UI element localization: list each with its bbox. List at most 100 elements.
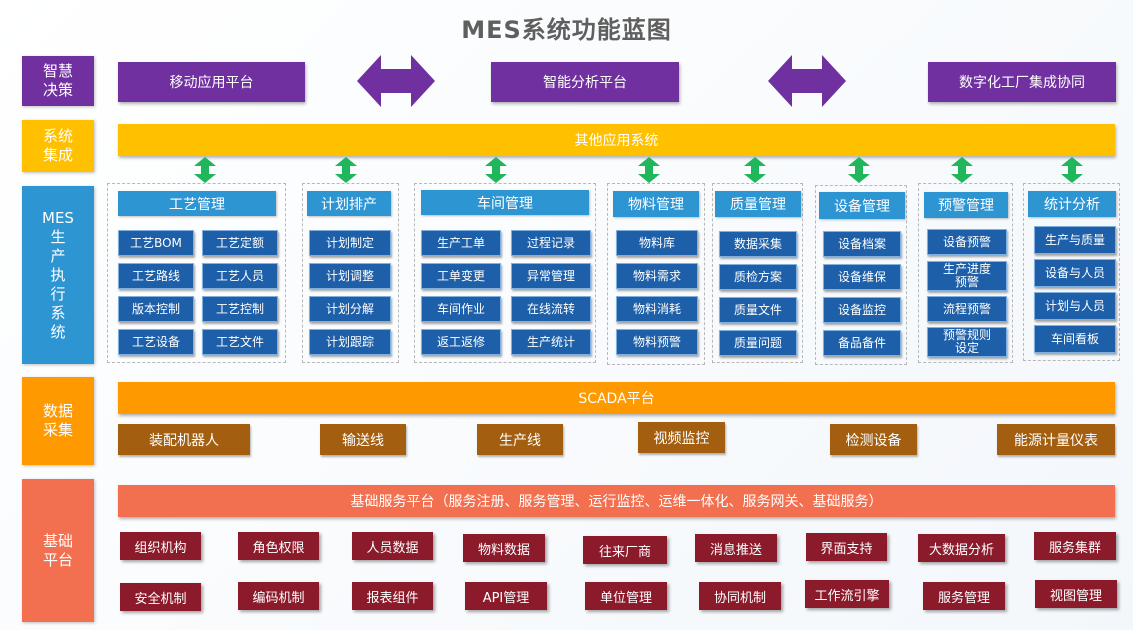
module-item: 车间作业 xyxy=(421,296,501,322)
module-item: 过程记录 xyxy=(511,230,591,256)
base-item: 往来厂商 xyxy=(583,536,667,564)
base-item: 界面支持 xyxy=(806,533,887,561)
page-title: MES系统功能蓝图 xyxy=(461,16,672,44)
module-item: 流程预警 xyxy=(927,296,1007,322)
layer-label-base: 基础 平台 xyxy=(22,479,94,622)
updown-arrow-icon xyxy=(848,157,870,183)
base-item: 角色权限 xyxy=(238,532,319,560)
platform-analysis: 智能分析平台 xyxy=(491,62,679,102)
base-item: 组织机构 xyxy=(120,532,201,560)
module-item: 设备档案 xyxy=(823,231,901,257)
base-item: 报表组件 xyxy=(352,582,433,610)
updown-arrow-icon xyxy=(485,157,507,183)
scada-bar: SCADA平台 xyxy=(118,382,1115,414)
module-item: 计划跟踪 xyxy=(309,329,391,355)
module-workshop: 车间管理 生产工单 过程记录 工单变更 异常管理 车间作业 在线流转 返工返修 … xyxy=(414,183,596,363)
module-item: 生产进度 预警 xyxy=(927,261,1007,291)
module-item: 异常管理 xyxy=(511,263,591,289)
device-box: 检测设备 xyxy=(830,424,917,455)
platform-digital-factory: 数字化工厂集成协同 xyxy=(928,62,1116,102)
module-item: 物料消耗 xyxy=(616,296,698,322)
module-item: 物料预警 xyxy=(616,329,698,355)
layer-label-data: 数据 采集 xyxy=(22,377,94,465)
integration-bar: 其他应用系统 xyxy=(118,124,1115,156)
platform-mobile: 移动应用平台 xyxy=(118,62,305,102)
module-item: 工艺文件 xyxy=(202,329,278,355)
module-item: 设备预警 xyxy=(927,229,1007,255)
module-item: 物料需求 xyxy=(616,263,698,289)
module-equipment: 设备管理 设备档案 设备维保 设备监控 备品备件 xyxy=(815,185,907,365)
base-item: API管理 xyxy=(465,582,547,610)
module-item: 工艺路线 xyxy=(118,263,194,289)
module-item: 计划制定 xyxy=(309,230,391,256)
module-header: 预警管理 xyxy=(924,192,1008,218)
updown-arrow-icon xyxy=(335,157,357,183)
device-box: 能源计量仪表 xyxy=(997,424,1115,455)
module-item: 生产工单 xyxy=(421,230,501,256)
base-item: 物料数据 xyxy=(463,534,545,562)
module-statistics: 统计分析 生产与质量 设备与人员 计划与人员 车间看板 xyxy=(1023,183,1120,361)
base-item: 协同机制 xyxy=(699,582,781,610)
module-header: 工艺管理 xyxy=(118,191,276,216)
module-material: 物料管理 物料库 物料需求 物料消耗 物料预警 xyxy=(607,183,705,365)
module-header: 统计分析 xyxy=(1028,191,1116,217)
module-item: 数据采集 xyxy=(719,231,797,257)
updown-arrow-icon xyxy=(744,157,766,183)
module-item: 返工返修 xyxy=(421,329,501,355)
layer-label-integration: 系统 集成 xyxy=(22,120,94,172)
module-item: 计划与人员 xyxy=(1034,292,1116,320)
module-item: 计划分解 xyxy=(309,296,391,322)
module-item: 设备监控 xyxy=(823,297,901,323)
base-item: 视图管理 xyxy=(1035,580,1117,608)
module-item: 工艺BOM xyxy=(118,230,194,256)
module-item: 质检方案 xyxy=(719,264,797,290)
module-header: 质量管理 xyxy=(715,191,801,217)
module-item: 物料库 xyxy=(616,230,698,256)
double-arrow-icon xyxy=(768,55,846,107)
updown-arrow-icon xyxy=(951,157,973,183)
base-service-bar: 基础服务平台（服务注册、服务管理、运行监控、运维一体化、服务网关、基础服务） xyxy=(118,485,1115,517)
updown-arrow-icon xyxy=(194,157,216,183)
module-item: 车间看板 xyxy=(1034,325,1116,353)
layer-label-mes: MES 生 产 执 行 系 统 xyxy=(22,186,94,364)
module-item: 备品备件 xyxy=(823,330,901,356)
module-warning: 预警管理 设备预警 生产进度 预警 流程预警 预警规则 设定 xyxy=(918,183,1013,363)
device-box: 生产线 xyxy=(477,424,563,455)
module-item: 设备维保 xyxy=(823,264,901,290)
base-item: 消息推送 xyxy=(695,534,777,562)
double-arrow-icon xyxy=(357,55,435,107)
base-item: 服务管理 xyxy=(923,582,1005,610)
device-box: 装配机器人 xyxy=(118,424,250,455)
base-item: 编码机制 xyxy=(238,582,319,610)
device-box: 输送线 xyxy=(320,424,406,455)
module-header: 计划排产 xyxy=(307,191,391,216)
module-item: 生产统计 xyxy=(511,329,591,355)
module-item: 在线流转 xyxy=(511,296,591,322)
module-process: 工艺管理 工艺BOM 工艺定额 工艺路线 工艺人员 版本控制 工艺控制 工艺设备… xyxy=(107,183,286,363)
device-box: 视频监控 xyxy=(638,422,725,453)
module-item: 质量问题 xyxy=(719,330,797,356)
module-item: 计划调整 xyxy=(309,263,391,289)
base-item: 人员数据 xyxy=(352,532,433,560)
module-quality: 质量管理 数据采集 质检方案 质量文件 质量问题 xyxy=(712,183,803,363)
updown-arrow-icon xyxy=(1061,157,1083,183)
module-item: 预警规则 设定 xyxy=(927,327,1007,357)
base-item: 大数据分析 xyxy=(918,534,1005,562)
base-item: 安全机制 xyxy=(120,583,201,611)
module-planning: 计划排产 计划制定 计划调整 计划分解 计划跟踪 xyxy=(302,183,399,363)
module-item: 生产与质量 xyxy=(1034,226,1116,254)
module-header: 物料管理 xyxy=(613,191,699,217)
layer-label-decision: 智慧 决策 xyxy=(22,56,94,106)
base-item: 服务集群 xyxy=(1034,532,1116,560)
module-item: 工艺定额 xyxy=(202,230,278,256)
updown-arrow-icon xyxy=(638,157,660,183)
module-item: 工艺人员 xyxy=(202,263,278,289)
module-header: 车间管理 xyxy=(421,190,589,215)
base-item: 单位管理 xyxy=(585,582,667,610)
base-item: 工作流引擎 xyxy=(805,580,889,608)
module-item: 质量文件 xyxy=(719,297,797,323)
module-item: 工艺设备 xyxy=(118,329,194,355)
module-item: 工单变更 xyxy=(421,263,501,289)
module-header: 设备管理 xyxy=(819,192,905,219)
